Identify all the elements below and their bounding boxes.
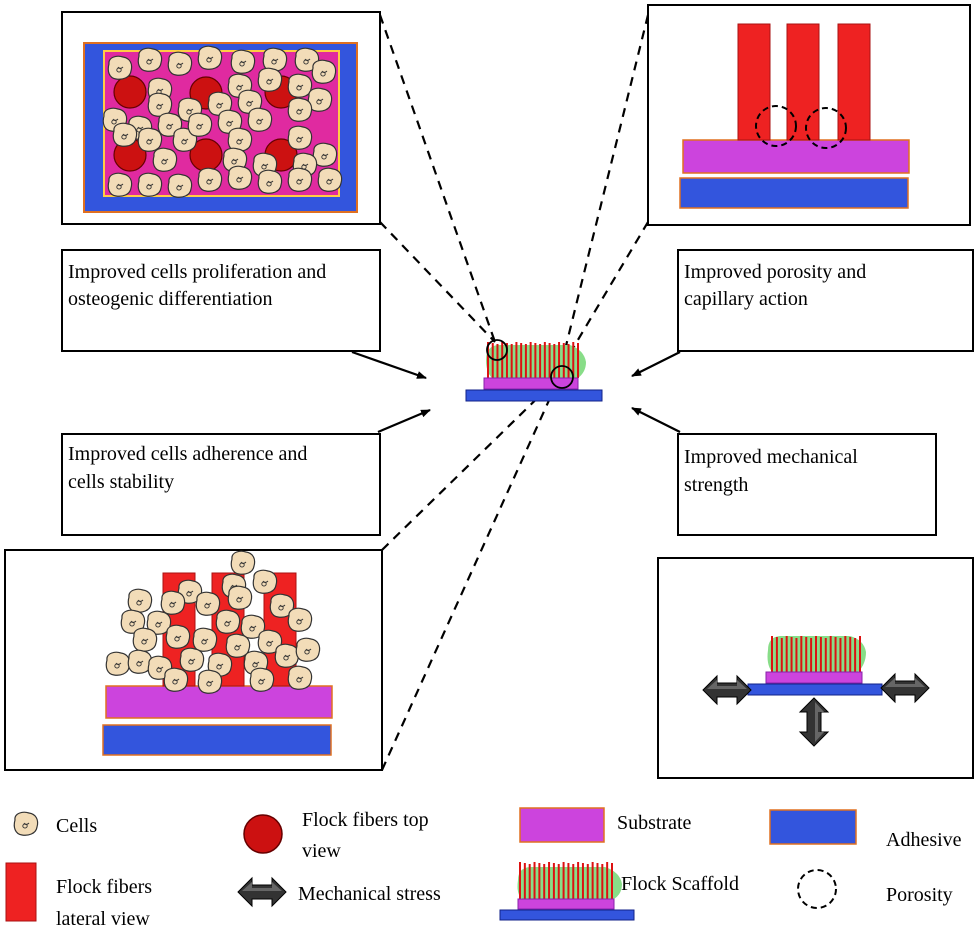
legend: Cells Flock fibers top view Substrate Ad…	[5, 807, 962, 930]
lateral-cell	[160, 590, 186, 615]
lateral-cell	[127, 588, 153, 613]
callout-arrows	[351, 350, 681, 434]
lateral-cell	[227, 585, 253, 610]
central-scaffold	[465, 339, 603, 402]
topview-cell	[287, 167, 313, 192]
dashed-connectors	[378, 14, 650, 771]
legend-substrate-icon	[519, 807, 605, 843]
legend-scaffold-icon	[499, 862, 635, 921]
svg-text:Improved porosity and: Improved porosity and	[684, 261, 866, 283]
legend-cells-icon	[13, 811, 39, 836]
legend-adhesive-label: Adhesive	[886, 829, 962, 851]
topview-cell	[137, 172, 163, 197]
callout-mechanical: Improved mechanical strength	[677, 433, 937, 536]
topview-cell	[311, 59, 337, 84]
lateral-cell	[295, 637, 321, 662]
svg-text:strength: strength	[684, 474, 748, 496]
legend-flock-top-icon	[243, 814, 283, 854]
topview-cell	[167, 173, 193, 198]
center-fibers	[487, 342, 579, 378]
topview-cell	[257, 67, 283, 92]
lateral-cell	[195, 591, 221, 616]
topview-cell	[230, 49, 256, 74]
topview-cell	[137, 127, 163, 152]
lateral-cell	[179, 647, 205, 672]
topview-cell	[287, 97, 313, 122]
topview-cell	[287, 125, 313, 150]
lateral-cell	[230, 550, 256, 575]
legend-flock-lateral-label-1: Flock fibers	[56, 876, 152, 898]
callout-adherence: Improved cells adherence and cells stabi…	[61, 433, 381, 536]
topview-cell	[187, 112, 213, 137]
lateral-cell	[192, 627, 218, 652]
svg-text:osteogenic differentiation: osteogenic differentiation	[68, 288, 273, 310]
topview-cell	[287, 73, 313, 98]
legend-cells-label: Cells	[56, 815, 97, 837]
lateral-cell	[274, 643, 300, 668]
topview-cell	[257, 169, 283, 194]
lateral-cell	[197, 669, 223, 694]
panel-mechanical-stress	[657, 557, 974, 779]
topview-cell	[107, 55, 133, 80]
lateral-cell	[215, 609, 241, 634]
panel-lateral-cells	[4, 549, 383, 771]
topview-cell	[227, 165, 253, 190]
svg-text:Improved cells adherence and: Improved cells adherence and	[68, 443, 307, 465]
lateral-cell	[287, 665, 313, 690]
topview-cell	[247, 107, 273, 132]
topview-cell	[197, 167, 223, 192]
topview-cell	[152, 147, 178, 172]
legend-stress-icon	[237, 877, 287, 907]
topview-cell	[137, 47, 163, 72]
topview-cell	[107, 172, 133, 197]
lateral-cell	[287, 607, 313, 632]
panel-top-view	[61, 11, 381, 225]
lateral-cell	[163, 667, 189, 692]
topview-fiber-circle	[113, 75, 147, 109]
legend-scaffold-label: Flock Scaffold	[621, 873, 739, 895]
legend-flock-lateral-label-2: lateral view	[56, 908, 150, 930]
lateral-cell	[249, 667, 275, 692]
topview-cell	[167, 51, 193, 76]
lateral-cell	[105, 651, 131, 676]
legend-substrate-label: Substrate	[617, 812, 692, 834]
callout-proliferation: Improved cells proliferation and osteoge…	[61, 249, 381, 352]
legend-adhesive-icon	[769, 809, 857, 845]
lateral-cell	[252, 569, 278, 594]
legend-porosity-icon	[797, 869, 837, 909]
svg-text:cells stability: cells stability	[68, 471, 174, 493]
stress-fibers	[771, 636, 861, 672]
lateral-cell	[132, 627, 158, 652]
panel-porosity	[647, 4, 971, 226]
topview-cell	[112, 122, 138, 147]
legend-porosity-label: Porosity	[886, 884, 953, 906]
legend-flock-top-label-2: view	[302, 840, 341, 862]
svg-text:Improved cells proliferation a: Improved cells proliferation and	[68, 261, 326, 283]
legend-flock-top-label-1: Flock fibers top	[302, 809, 429, 831]
legend-stress-label: Mechanical stress	[298, 883, 441, 905]
svg-text:Improved mechanical: Improved mechanical	[684, 446, 858, 468]
svg-text:capillary action: capillary action	[684, 288, 808, 310]
legend-flock-lateral-icon	[5, 862, 37, 922]
topview-cell	[197, 45, 223, 70]
callout-porosity: Improved porosity and capillary action	[677, 249, 974, 352]
topview-cell	[317, 167, 343, 192]
lateral-cell	[165, 624, 191, 649]
